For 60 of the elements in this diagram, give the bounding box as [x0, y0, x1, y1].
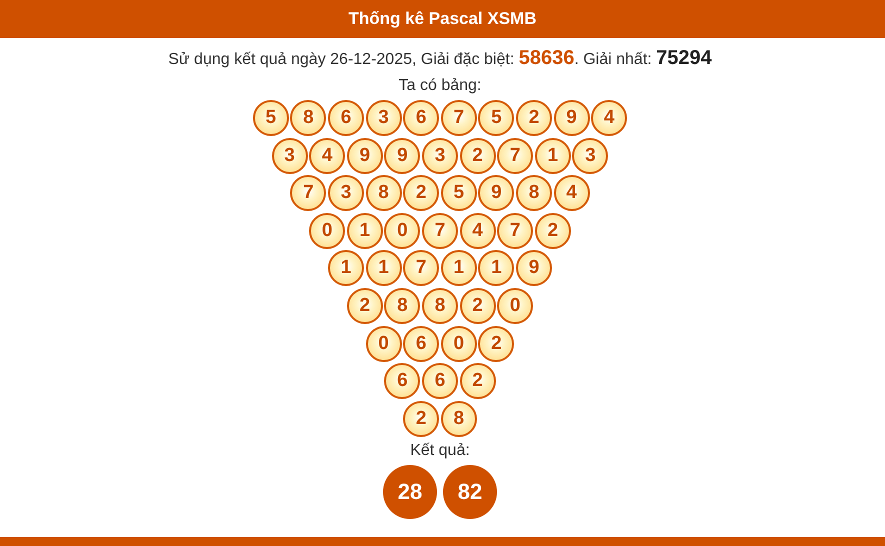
page-title: Thống kê Pascal XSMB [348, 9, 536, 29]
number-ball: 0 [309, 213, 346, 249]
number-ball: 2 [516, 100, 552, 136]
number-ball: 7 [403, 250, 440, 286]
number-ball: 7 [290, 175, 326, 211]
number-ball: 1 [366, 250, 402, 286]
number-ball: 2 [460, 138, 496, 174]
number-ball: 2 [534, 213, 571, 249]
number-ball: 1 [440, 250, 477, 286]
number-ball: 3 [572, 138, 608, 174]
number-ball: 4 [591, 100, 628, 136]
number-ball: 8 [516, 175, 552, 211]
number-ball: 7 [497, 213, 534, 249]
number-ball: 4 [460, 213, 496, 249]
number-ball: 1 [328, 250, 364, 286]
number-ball: 2 [403, 401, 440, 437]
number-ball: 8 [440, 401, 477, 437]
number-ball: 6 [403, 100, 440, 136]
number-ball: 6 [422, 363, 458, 399]
number-ball: 9 [384, 138, 420, 174]
number-ball: 2 [460, 363, 496, 399]
number-ball: 1 [478, 250, 514, 286]
number-ball: 6 [384, 363, 420, 399]
number-ball: 0 [440, 326, 477, 362]
number-ball: 6 [328, 100, 364, 136]
number-ball: 3 [272, 138, 308, 174]
result-heading: Kết quả: [410, 441, 470, 461]
number-ball: 5 [252, 100, 289, 136]
number-ball: 7 [422, 213, 458, 249]
number-ball: 9 [554, 100, 590, 136]
number-ball: 2 [478, 326, 514, 362]
number-ball: 4 [554, 175, 590, 211]
number-ball: 8 [366, 175, 402, 211]
number-ball: 5 [440, 175, 477, 211]
number-ball: 9 [346, 138, 383, 174]
number-ball: 8 [290, 100, 326, 136]
result-ball: 82 [443, 465, 497, 519]
result-ball: 28 [383, 465, 437, 519]
number-ball: 5 [478, 100, 514, 136]
number-ball: 1 [346, 213, 383, 249]
number-ball: 4 [309, 138, 346, 174]
number-ball: 8 [384, 288, 420, 324]
number-ball: 2 [460, 288, 496, 324]
result-summary: Sử dụng kết quả ngày 26-12-2025, Giải đặc biệt: 58636. Giải nhất: 75294 [168, 47, 712, 71]
number-ball: 7 [497, 138, 534, 174]
number-ball: 0 [384, 213, 420, 249]
number-ball: 1 [534, 138, 571, 174]
number-ball: 3 [328, 175, 364, 211]
number-ball: 9 [516, 250, 552, 286]
number-ball: 0 [366, 326, 402, 362]
table-intro: Ta có bảng: [398, 76, 482, 96]
number-ball: 2 [346, 288, 383, 324]
number-ball: 6 [403, 326, 440, 362]
number-ball: 3 [422, 138, 458, 174]
number-ball: 0 [497, 288, 534, 324]
number-ball: 2 [403, 175, 440, 211]
number-ball: 9 [478, 175, 514, 211]
number-ball: 8 [422, 288, 458, 324]
number-ball: 3 [366, 100, 402, 136]
number-ball: 7 [440, 100, 477, 136]
